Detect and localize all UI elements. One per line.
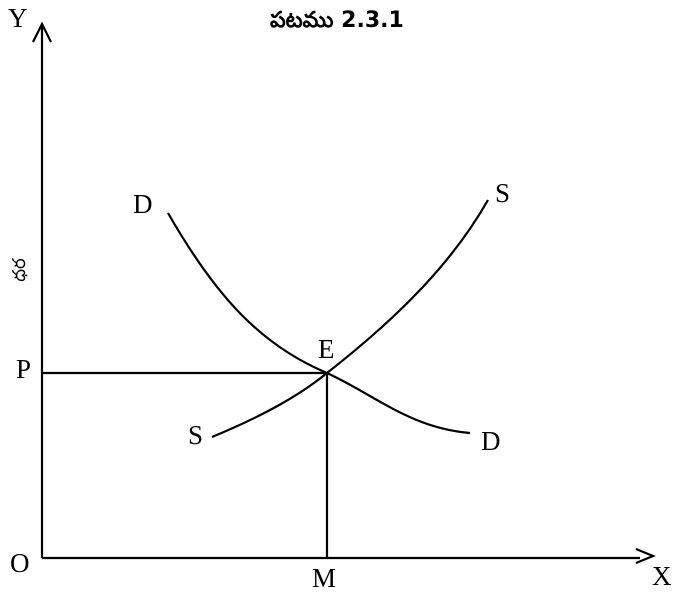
y-axis-title: ధర bbox=[9, 258, 30, 282]
supply-curve-start-label: S bbox=[188, 420, 203, 450]
quantity-label: M bbox=[312, 563, 336, 593]
y-axis-arrow-icon bbox=[32, 21, 52, 43]
equilibrium-point-label: E bbox=[318, 334, 335, 364]
supply-curve bbox=[211, 199, 489, 439]
supply-curve-end-label: S bbox=[495, 178, 510, 208]
origin-label: O bbox=[10, 548, 30, 578]
x-axis-arrow-icon bbox=[635, 547, 656, 565]
x-axis-label: X bbox=[652, 561, 672, 591]
y-axis-label: Y bbox=[8, 3, 28, 33]
demand-curve-start-label: D bbox=[133, 189, 153, 219]
figure-title: పటము 2.3.1 bbox=[270, 8, 404, 33]
demand-curve bbox=[167, 212, 471, 435]
demand-curve-end-label: D bbox=[481, 426, 501, 456]
price-label: P bbox=[16, 354, 31, 384]
